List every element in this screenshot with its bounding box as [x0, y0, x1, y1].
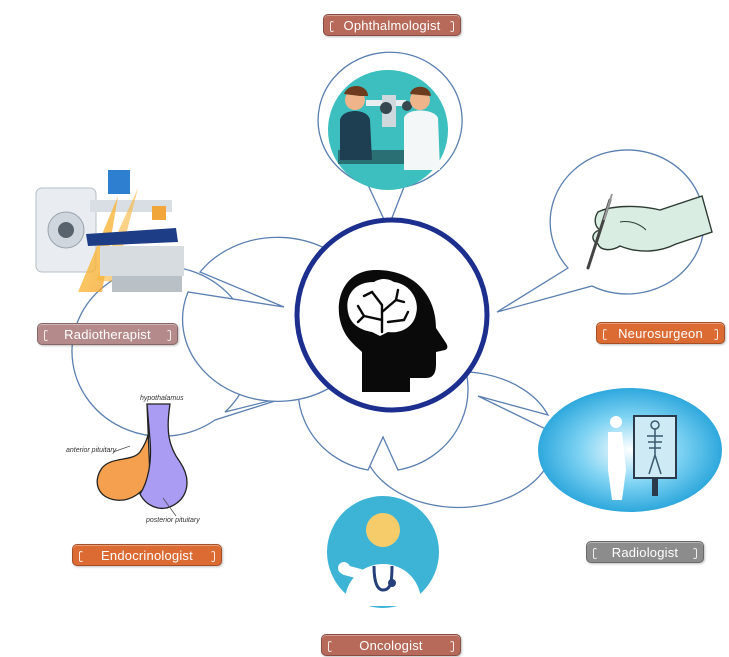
- tag-oncologist: Oncologist: [321, 634, 461, 656]
- tag-radiotherapist: Radiotherapist: [37, 323, 178, 345]
- anterior-pituitary-label: anterior pituitary: [66, 447, 117, 454]
- tag-endocrinologist-label: Endocrinologist: [101, 548, 193, 563]
- pituitary-gland-icon: hypothalamus anterior pituitary posterio…: [66, 395, 200, 524]
- tag-ophthalmologist: Ophthalmologist: [323, 14, 461, 36]
- tag-ophthalmologist-label: Ophthalmologist: [343, 18, 441, 33]
- center-brain: [294, 217, 490, 413]
- tag-radiologist: Radiologist: [586, 541, 704, 563]
- linear-accelerator-icon: [35, 170, 184, 292]
- eye-exam-icon: [328, 70, 448, 190]
- tag-endocrinologist: Endocrinologist: [72, 544, 222, 566]
- tag-neurosurgeon-label: Neurosurgeon: [618, 326, 703, 341]
- tag-neurosurgeon: Neurosurgeon: [596, 322, 725, 344]
- gloved-hand-scalpel-icon: [586, 193, 713, 270]
- tag-radiotherapist-label: Radiotherapist: [64, 327, 151, 342]
- brain-head-icon: [338, 270, 448, 392]
- tag-radiologist-label: Radiologist: [611, 545, 679, 560]
- tag-oncologist-label: Oncologist: [359, 638, 423, 653]
- hypothalamus-label: hypothalamus: [140, 395, 184, 402]
- posterior-pituitary-label: posterior pituitary: [145, 517, 200, 524]
- xray-viewer-icon: [538, 388, 722, 512]
- doctor-stethoscope-icon: [327, 496, 439, 608]
